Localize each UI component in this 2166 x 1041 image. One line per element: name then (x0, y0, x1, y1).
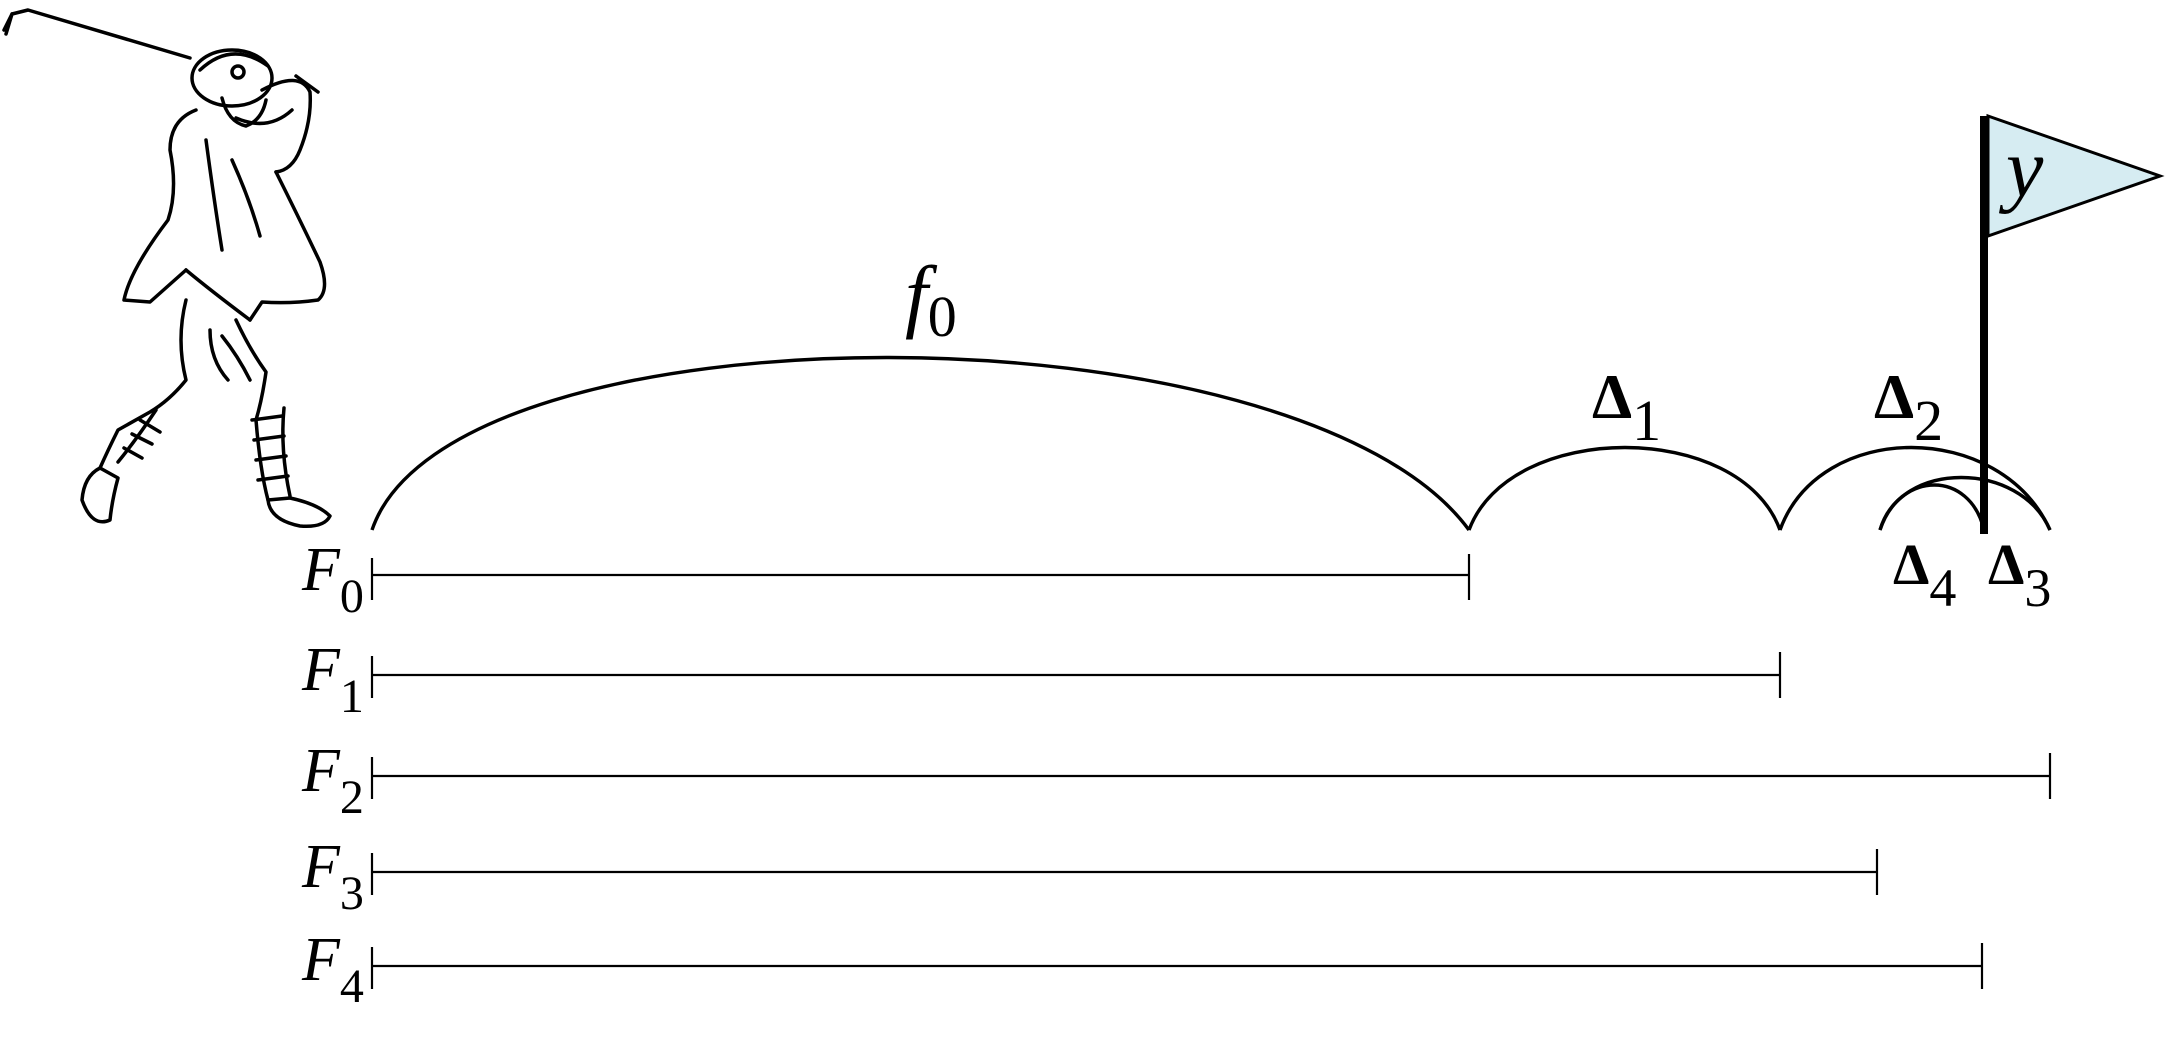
label-delta3-base: Δ (1988, 532, 2024, 597)
row-f3-base: F (301, 833, 341, 901)
row-f3: F3 (301, 833, 1879, 920)
arc-delta1 (1467, 445, 1782, 531)
row-f0-label: F0 (301, 536, 364, 623)
label-delta4: Δ4 (1893, 532, 1956, 618)
row-f4-base: F (301, 926, 341, 994)
label-delta3: Δ3 (1988, 532, 2051, 618)
row-f4: F4 (301, 926, 1984, 1013)
row-f3-sub: 3 (340, 867, 364, 920)
row-f2-label: F2 (301, 737, 364, 824)
label-delta4-base: Δ (1893, 532, 1929, 597)
label-delta1-base: Δ (1592, 361, 1632, 432)
arc-f0 (370, 355, 1471, 532)
row-f4-label: F4 (301, 926, 364, 1013)
flag-label: y (1998, 122, 2044, 215)
label-delta2-sub: 2 (1914, 388, 1943, 453)
row-f2: F2 (301, 737, 2052, 824)
label-f0: f0 (905, 249, 957, 349)
label-delta2-base: Δ (1874, 361, 1914, 432)
label-f0-sub: 0 (928, 284, 957, 349)
arc-delta3 (1878, 475, 2052, 531)
row-f4-sub: 4 (340, 960, 364, 1013)
row-f2-sub: 2 (340, 771, 364, 824)
label-delta4-sub: 4 (1929, 558, 1956, 618)
row-f1-sub: 1 (340, 670, 364, 723)
row-f2-base: F (301, 737, 341, 805)
row-f1-base: F (301, 636, 341, 704)
row-f1-label: F1 (301, 636, 364, 723)
row-f0: F0 (301, 536, 1471, 623)
label-delta1-sub: 1 (1632, 388, 1661, 453)
label-delta1: Δ1 (1592, 361, 1661, 453)
row-f0-sub: 0 (340, 570, 364, 623)
flag: y (1980, 113, 2165, 534)
label-delta2: Δ2 (1874, 361, 1943, 453)
label-delta3-sub: 3 (2024, 558, 2051, 618)
row-f1: F1 (301, 636, 1782, 723)
flag-pennant (1986, 113, 2165, 239)
row-f0-base: F (301, 536, 341, 604)
arc-delta2 (1778, 445, 2052, 531)
golfer-illustration (2, 8, 332, 529)
arc-delta4 (1878, 483, 1986, 531)
row-f3-label: F3 (301, 833, 364, 920)
